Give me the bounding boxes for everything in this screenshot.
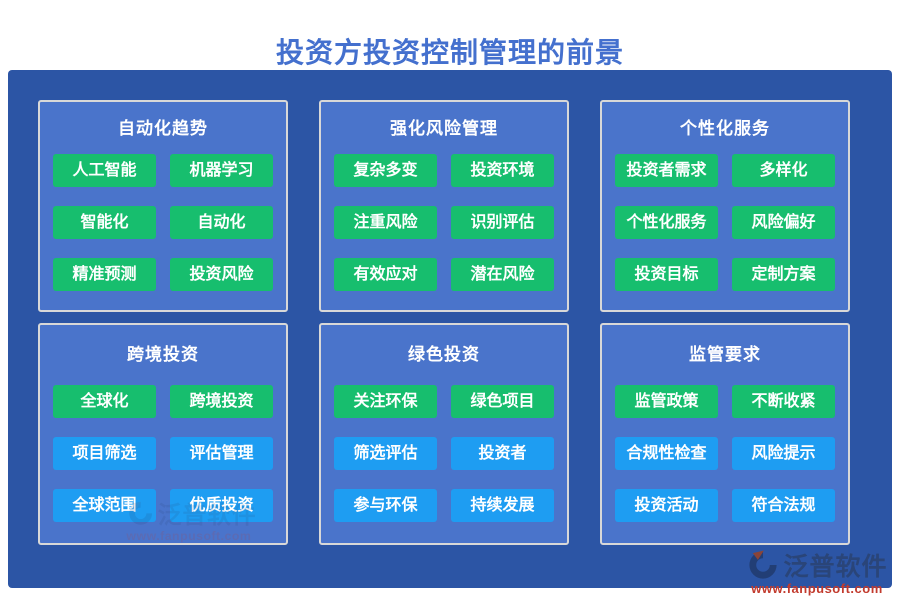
tag: 潜在风险 [451,258,554,291]
tag: 风险偏好 [732,206,835,239]
tag: 风险提示 [732,437,835,470]
tag: 有效应对 [334,258,437,291]
tag-grid: 全球化 跨境投资 项目筛选 评估管理 全球范围 优质投资 [40,385,286,522]
tag: 不断收紧 [732,385,835,418]
tag: 符合法规 [732,489,835,522]
panel-regulatory-requirements: 监管要求 监管政策 不断收紧 合规性检查 风险提示 投资活动 符合法规 [600,323,850,545]
tag: 监管政策 [615,385,718,418]
tag: 投资风险 [170,258,273,291]
tag: 持续发展 [451,489,554,522]
tag: 关注环保 [334,385,437,418]
tag: 项目筛选 [53,437,156,470]
tag: 投资环境 [451,154,554,187]
tag: 绿色项目 [451,385,554,418]
tag: 多样化 [732,154,835,187]
tag: 人工智能 [53,154,156,187]
panel-title: 监管要求 [689,345,761,364]
panel-automation-trend: 自动化趋势 人工智能 机器学习 智能化 自动化 精准预测 投资风险 [38,100,288,312]
tag: 智能化 [53,206,156,239]
panel-personalized-service: 个性化服务 投资者需求 多样化 个性化服务 风险偏好 投资目标 定制方案 [600,100,850,312]
tag: 投资目标 [615,258,718,291]
tag: 个性化服务 [615,206,718,239]
tag: 识别评估 [451,206,554,239]
tag: 自动化 [170,206,273,239]
panel-title: 自动化趋势 [118,119,208,138]
panel-risk-management: 强化风险管理 复杂多变 投资环境 注重风险 识别评估 有效应对 潜在风险 [319,100,569,312]
tag: 评估管理 [170,437,273,470]
tag-grid: 监管政策 不断收紧 合规性检查 风险提示 投资活动 符合法规 [602,385,848,522]
panel-title: 跨境投资 [127,345,199,364]
tag: 全球化 [53,385,156,418]
panel-title: 强化风险管理 [390,119,498,138]
tag: 复杂多变 [334,154,437,187]
panel-cross-border-investment: 跨境投资 全球化 跨境投资 项目筛选 评估管理 全球范围 优质投资 [38,323,288,545]
tag: 精准预测 [53,258,156,291]
tag-grid: 投资者需求 多样化 个性化服务 风险偏好 投资目标 定制方案 [602,154,848,291]
page-title: 投资方投资控制管理的前景 [275,36,624,68]
tag-grid: 人工智能 机器学习 智能化 自动化 精准预测 投资风险 [40,154,286,291]
tag: 投资者 [451,437,554,470]
tag: 跨境投资 [170,385,273,418]
content-board: 自动化趋势 人工智能 机器学习 智能化 自动化 精准预测 投资风险 强化风险管理… [8,70,892,588]
tag: 全球范围 [53,489,156,522]
tag: 投资活动 [615,489,718,522]
tag: 定制方案 [732,258,835,291]
panel-title: 绿色投资 [408,345,480,364]
tag: 参与环保 [334,489,437,522]
tag-grid: 复杂多变 投资环境 注重风险 识别评估 有效应对 潜在风险 [321,154,567,291]
tag: 投资者需求 [615,154,718,187]
tag: 优质投资 [170,489,273,522]
tag: 机器学习 [170,154,273,187]
panel-title: 个性化服务 [680,119,770,138]
panel-green-investment: 绿色投资 关注环保 绿色项目 筛选评估 投资者 参与环保 持续发展 [319,323,569,545]
tag: 合规性检查 [615,437,718,470]
tag-grid: 关注环保 绿色项目 筛选评估 投资者 参与环保 持续发展 [321,385,567,522]
tag: 注重风险 [334,206,437,239]
tag: 筛选评估 [334,437,437,470]
